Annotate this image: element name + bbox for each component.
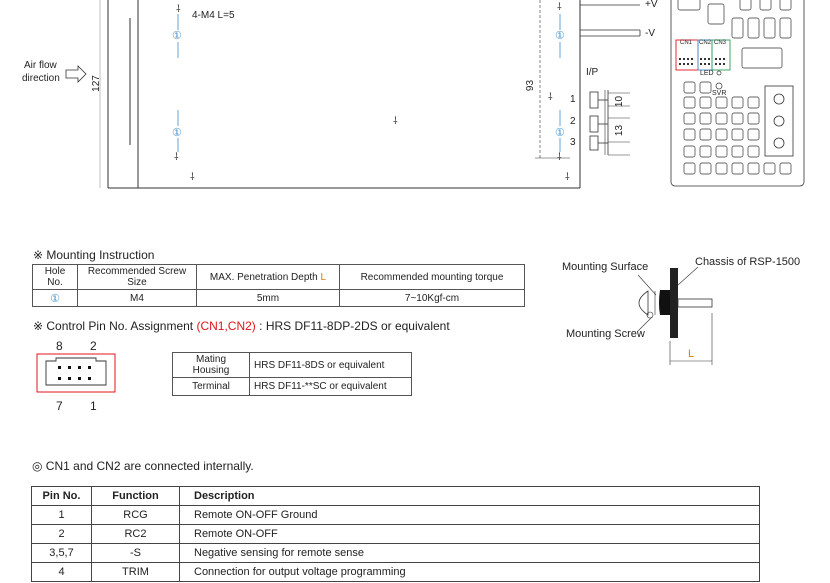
- mt-cell-torque: 7~10Kgf-cm: [339, 289, 525, 307]
- mt-header-torque: Recommended mounting torque: [339, 264, 525, 290]
- mating-table: Mating Housing HRS DF11-8DS or equivalen…: [172, 352, 412, 396]
- led-label: LED: [700, 70, 714, 77]
- pin-header-description: Description: [179, 486, 760, 506]
- function-cell: -S: [91, 543, 180, 563]
- table-row: 4 TRIM Connection for output voltage pro…: [31, 562, 760, 582]
- chassis-label: Chassis of RSP-1500: [695, 256, 801, 268]
- svg-text:⸸: ⸸: [548, 92, 553, 103]
- hole-marker: ①: [555, 127, 565, 139]
- mt-cell-screw: M4: [77, 289, 197, 307]
- svg-text:⸸: ⸸: [176, 4, 181, 15]
- input-pin-3: 3: [570, 137, 576, 148]
- function-cell: RCG: [91, 505, 180, 525]
- pin-cell: 2: [31, 524, 92, 544]
- screw-mark: ⸸: [174, 152, 179, 163]
- mt-header-screw: Recommended Screw Size: [77, 264, 197, 290]
- mt-cell-hole: ①: [32, 289, 78, 307]
- svr-label: SVR: [712, 90, 727, 97]
- screw-mark: ⸸: [557, 152, 562, 163]
- terminal-value: HRS DF11-**SC or equivalent: [249, 377, 412, 396]
- air-flow-arrow-icon: [65, 65, 87, 83]
- mounting-table: Hole No. Recommended Screw Size MAX. Pen…: [32, 264, 525, 307]
- pin-label-2: 2: [90, 339, 97, 353]
- input-label: I/P: [586, 67, 599, 78]
- air-flow-label-2: direction: [22, 73, 60, 84]
- screw-mark: ⸸: [548, 92, 553, 103]
- mt-header-hole: Hole No.: [32, 264, 78, 290]
- dimension-10: 10: [614, 95, 626, 108]
- mt-header-depth: MAX. Penetration Depth L: [196, 264, 340, 290]
- hole-marker: ①: [172, 30, 182, 42]
- screw-mark: ⸸: [393, 116, 398, 127]
- hole-marker: ①: [555, 30, 565, 42]
- terminal-label: Terminal: [172, 377, 250, 396]
- pin-label-8: 8: [56, 339, 63, 353]
- table-row: 3,5,7 -S Negative sensing for remote sen…: [31, 543, 760, 563]
- screw-mark: ⸸: [565, 172, 570, 183]
- svg-text:⸸: ⸸: [174, 152, 179, 163]
- pin-cell: 3,5,7: [31, 543, 92, 563]
- penetration-l-label: L: [688, 348, 695, 360]
- mounting-screw-label: Mounting Screw: [566, 328, 645, 340]
- description-cell: Remote ON-OFF Ground: [179, 505, 760, 525]
- control-pin-title: ※ Control Pin No. Assignment (CN1,CN2) :…: [33, 319, 450, 333]
- hole-marker: ①: [172, 127, 182, 139]
- pin-label-1: 1: [90, 399, 97, 413]
- svg-text:⸸: ⸸: [393, 116, 398, 127]
- svg-text:⸸: ⸸: [190, 172, 195, 183]
- mt-header-depth-l: L: [320, 271, 327, 283]
- function-cell: RC2: [91, 524, 180, 544]
- mt-header-depth-text: MAX. Penetration Depth: [209, 271, 321, 283]
- description-cell: Negative sensing for remote sense: [179, 543, 760, 563]
- pin-cell: 4: [31, 562, 92, 582]
- chassis-screw-diagram: [637, 266, 713, 365]
- svg-text:⸸: ⸸: [565, 172, 570, 183]
- control-pin-title-c: : HRS DF11-8DP-2DS or equivalent: [255, 319, 450, 333]
- pin-label-7: 7: [56, 399, 63, 413]
- connector-diagram: [36, 353, 116, 393]
- mounting-title: ※ Mounting Instruction: [33, 248, 155, 262]
- screw-mark: ⸸: [557, 2, 562, 13]
- screw-mark: ⸸: [176, 4, 181, 15]
- screw-mark: ⸸: [190, 172, 195, 183]
- mechanical-drawing: ⸸ ⸸ ⸸ ⸸ ⸸ ⸸ ⸸ ⸸: [65, 0, 805, 189]
- pin-cell: 1: [31, 505, 92, 525]
- plus-v-label: +V: [645, 0, 658, 10]
- function-cell: TRIM: [91, 562, 180, 582]
- description-cell: Connection for output voltage programmin…: [179, 562, 760, 582]
- pin-header-pin: Pin No.: [31, 486, 92, 506]
- input-pin-2: 2: [570, 116, 576, 127]
- control-pin-title-b: (CN1,CN2): [196, 319, 256, 333]
- mounting-surface-label: Mounting Surface: [562, 261, 649, 273]
- svg-text:⸸: ⸸: [557, 2, 562, 13]
- mt-cell-depth: 5mm: [196, 289, 340, 307]
- mount-thread-label: 4-M4 L=5: [192, 10, 235, 21]
- cn3-box: [711, 39, 731, 71]
- cn1-label: CN1: [680, 40, 693, 46]
- table-row: 2 RC2 Remote ON-OFF: [31, 524, 760, 544]
- cn3-label: CN3: [714, 40, 727, 46]
- table-row: 1 RCG Remote ON-OFF Ground: [31, 505, 760, 525]
- dimension-127: 127: [90, 75, 102, 92]
- cn-note: ◎ CN1 and CN2 are connected internally.: [32, 459, 254, 473]
- front-panel-grid: [677, 0, 794, 175]
- control-pin-title-a: ※ Control Pin No. Assignment: [33, 319, 197, 333]
- front-panel: [670, 0, 805, 187]
- input-pin-1: 1: [570, 94, 576, 105]
- svg-text:⸸: ⸸: [557, 152, 562, 163]
- pin-table: Pin No. Function Description 1 RCG Remot…: [31, 486, 760, 582]
- air-flow-label-1: Air flow: [24, 60, 57, 71]
- mating-label: Mating Housing: [172, 352, 250, 378]
- minus-v-label: -V: [645, 28, 655, 39]
- pin-header-function: Function: [91, 486, 180, 506]
- dimension-93: 93: [525, 79, 537, 92]
- description-cell: Remote ON-OFF: [179, 524, 760, 544]
- mating-value: HRS DF11-8DS or equivalent: [249, 352, 412, 378]
- dimension-13: 13: [614, 124, 626, 137]
- cn2-label: CN2: [699, 40, 712, 46]
